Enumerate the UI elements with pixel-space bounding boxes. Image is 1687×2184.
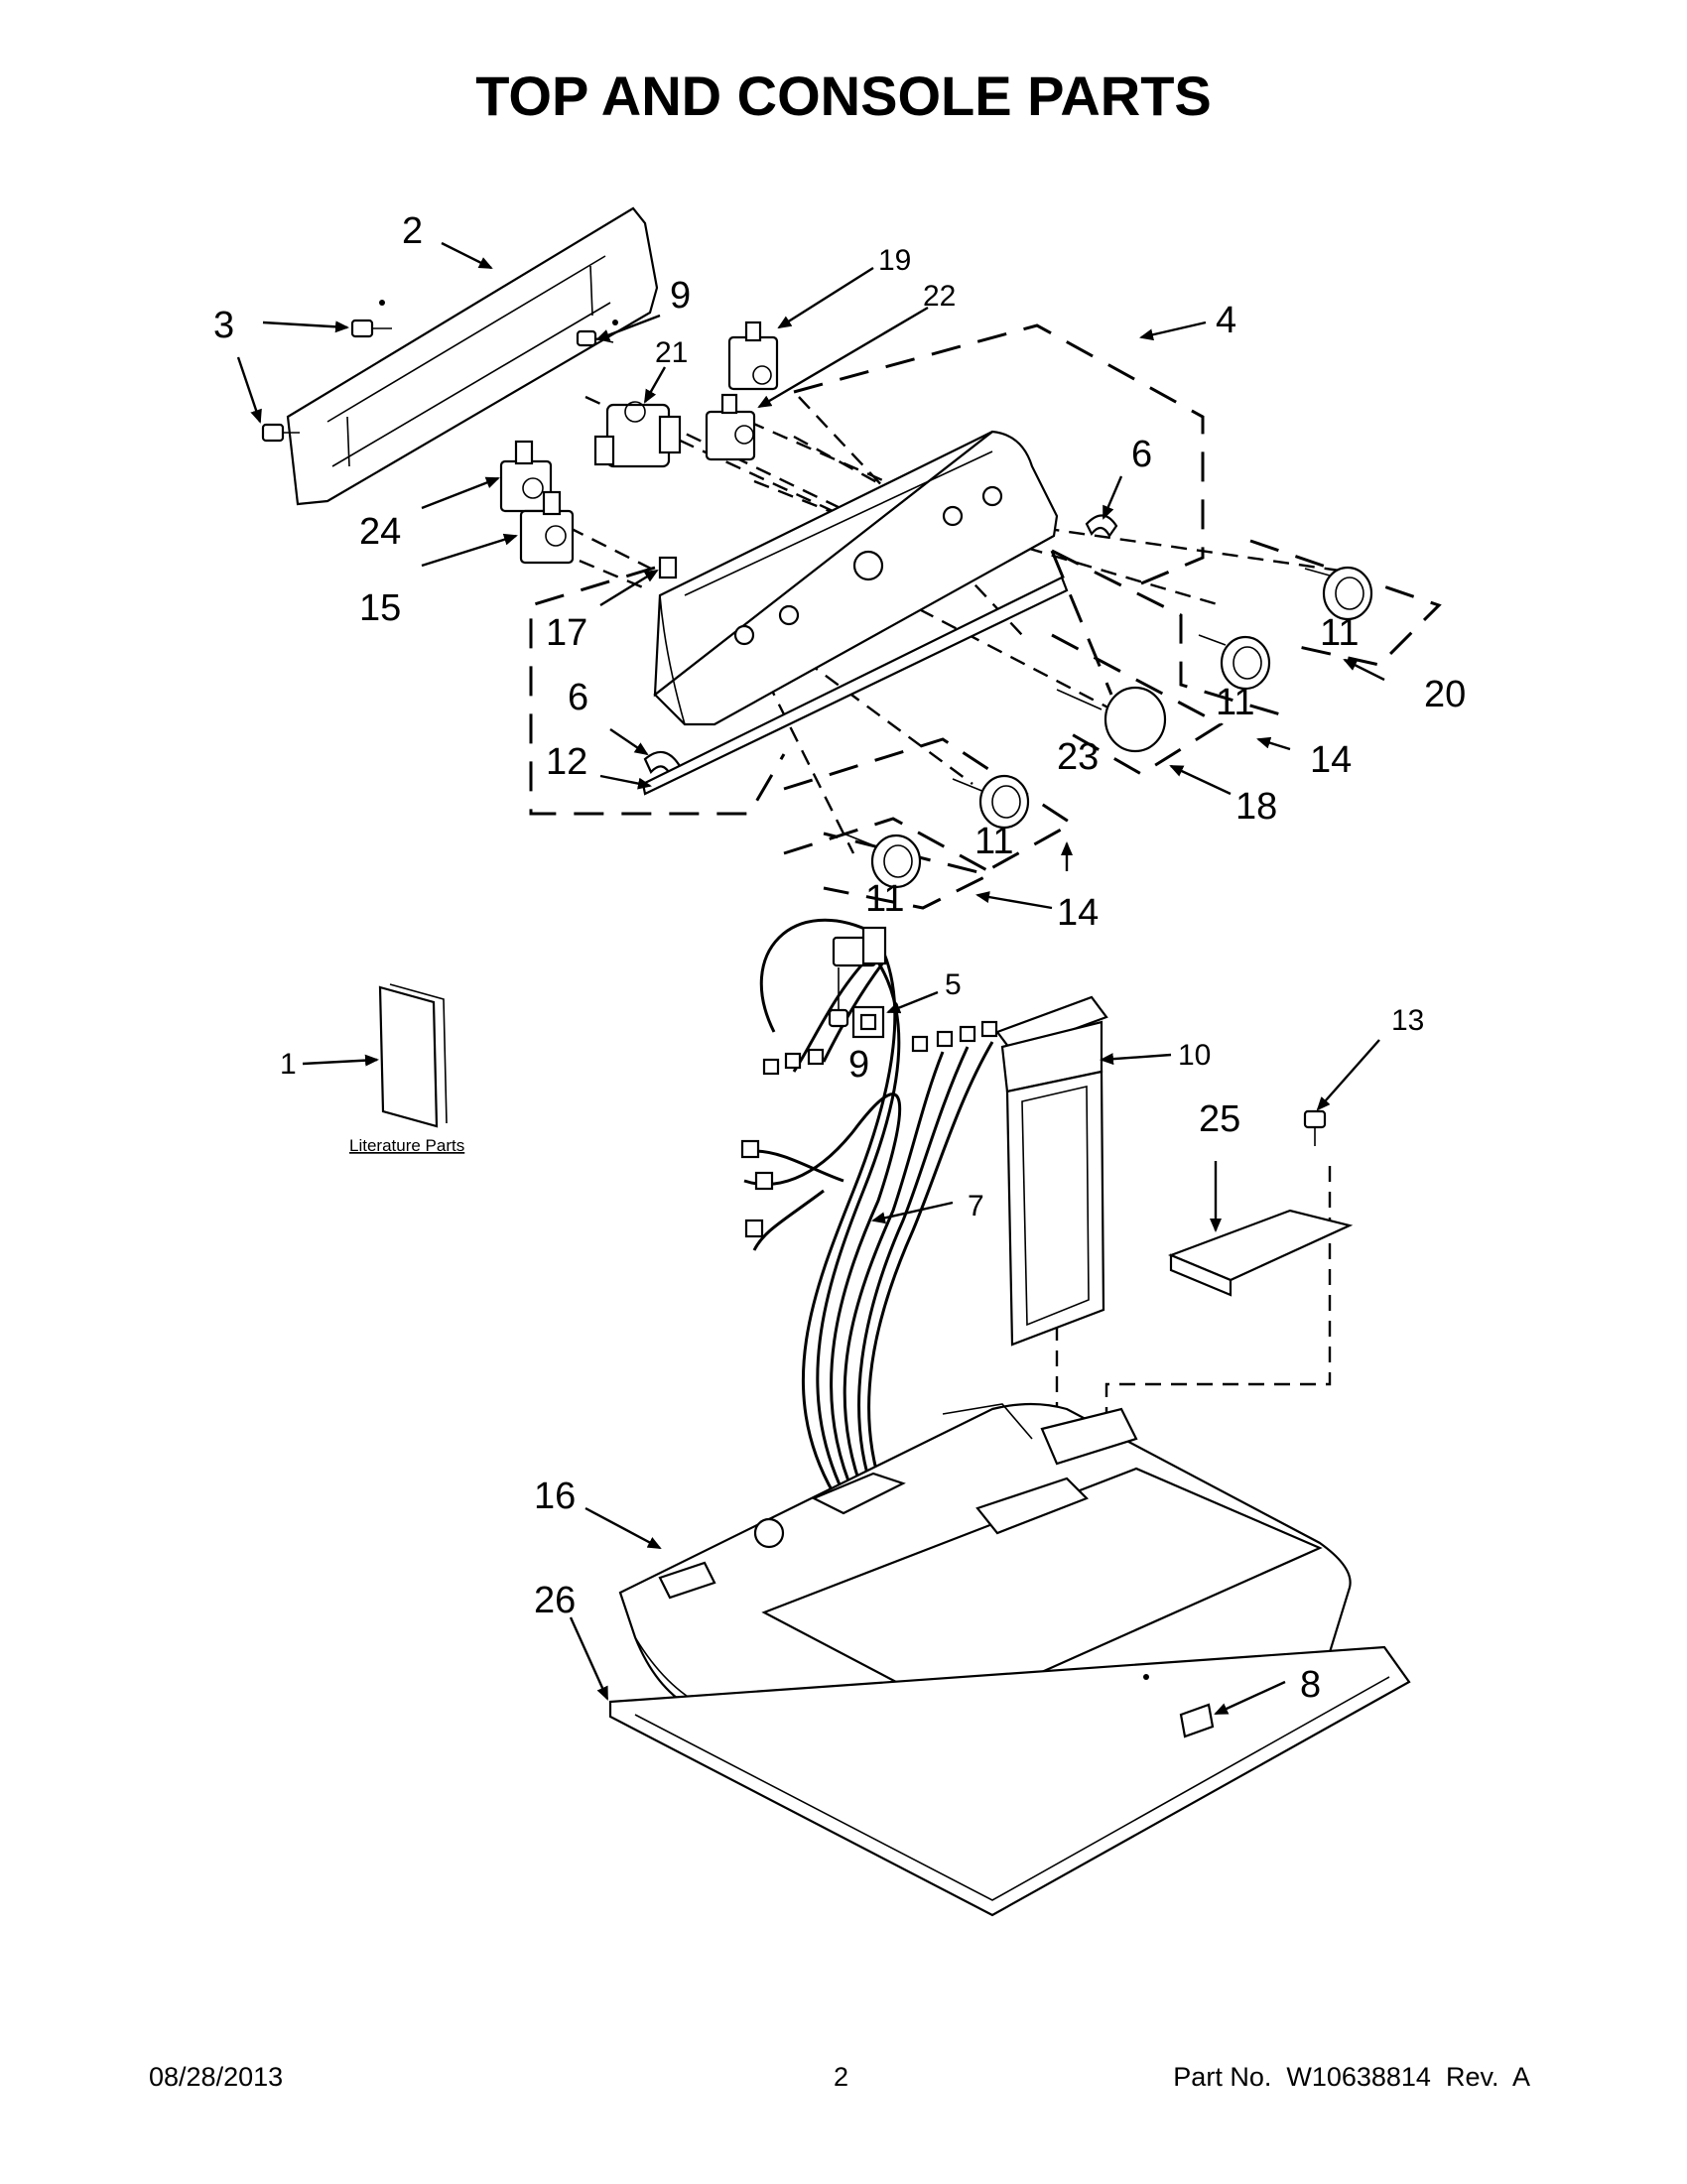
assembly-14-knob-group-lower bbox=[783, 737, 1075, 910]
part-8-badge bbox=[1143, 1674, 1215, 1738]
callout-21: 21 bbox=[655, 336, 688, 369]
part-11-knob-c bbox=[952, 774, 1030, 830]
callout-18: 18 bbox=[1235, 786, 1277, 828]
callout-25: 25 bbox=[1199, 1098, 1240, 1140]
part-11-knob-a bbox=[1304, 566, 1373, 621]
part-19-switch bbox=[727, 321, 779, 391]
part-13-screw bbox=[1303, 1109, 1327, 1146]
part-23-knob-large bbox=[1056, 686, 1167, 753]
footer-page-number: 2 bbox=[834, 2062, 849, 2092]
part-7-wire-harness bbox=[740, 918, 998, 1494]
part-15-switch bbox=[519, 490, 575, 565]
callout-14-upper: 14 bbox=[1310, 739, 1352, 781]
callout-2: 2 bbox=[402, 210, 423, 252]
part-1-literature bbox=[378, 983, 448, 1128]
part-6-clip-upper bbox=[1085, 514, 1118, 539]
callout-labels: 2 3 9 21 19 22 4 6 24 15 17 6 12 11 20 1… bbox=[213, 210, 1466, 1706]
callout-11-b: 11 bbox=[1216, 682, 1254, 723]
assembly-18-knob-group bbox=[1051, 633, 1225, 776]
part-5-bracket bbox=[851, 1005, 885, 1039]
part-25-cover-plate bbox=[1168, 1209, 1354, 1297]
callout-7: 7 bbox=[968, 1190, 984, 1222]
footer-date: 08/28/2013 bbox=[149, 2062, 284, 2092]
part-21-timer bbox=[593, 401, 682, 468]
callout-9: 9 bbox=[670, 275, 691, 317]
callout-12: 12 bbox=[546, 741, 587, 783]
literature-parts-label: Literature Parts bbox=[349, 1136, 464, 1155]
callout-22: 22 bbox=[923, 280, 956, 313]
callout-16: 16 bbox=[534, 1476, 576, 1517]
callout-11-a: 11 bbox=[1320, 612, 1359, 654]
part-22-switch bbox=[705, 393, 756, 461]
callout-20: 20 bbox=[1424, 674, 1466, 715]
callout-4: 4 bbox=[1216, 300, 1236, 341]
part-11-knob-d bbox=[843, 833, 922, 889]
assembly-14-knob-group-upper bbox=[1050, 549, 1281, 716]
assembly-12-dashed-outline bbox=[529, 566, 786, 816]
part-12-seal-strip bbox=[641, 576, 1069, 796]
callout-8: 8 bbox=[1300, 1664, 1321, 1706]
callout-24: 24 bbox=[359, 511, 401, 553]
callout-15: 15 bbox=[359, 587, 401, 629]
callout-11-c: 11 bbox=[974, 821, 1013, 862]
part-2-console-back-panel bbox=[286, 206, 659, 506]
callout-19: 19 bbox=[878, 244, 911, 277]
part-3-screw-upper bbox=[350, 319, 392, 338]
leader-arrows bbox=[236, 241, 1385, 1716]
part-4-console bbox=[653, 430, 1059, 726]
part-3-screw-lower bbox=[261, 423, 300, 443]
part-9-screw-lower bbox=[828, 967, 849, 1028]
part-11-knob-b bbox=[1198, 634, 1271, 691]
callout-3: 3 bbox=[213, 305, 234, 346]
callout-11-d: 11 bbox=[865, 878, 904, 920]
footer-part-number: Part No. W10638814 Rev. A bbox=[1173, 2062, 1530, 2092]
callout-17: 17 bbox=[546, 612, 587, 654]
callout-6-lower: 6 bbox=[568, 677, 588, 718]
callout-1: 1 bbox=[280, 1048, 297, 1081]
callout-6: 6 bbox=[1131, 434, 1152, 475]
callout-14-lower: 14 bbox=[1057, 892, 1099, 934]
part-10-lint-filter bbox=[995, 995, 1108, 1347]
callout-26: 26 bbox=[534, 1580, 576, 1621]
callout-5: 5 bbox=[945, 968, 962, 1001]
callout-13: 13 bbox=[1391, 1004, 1424, 1037]
callout-10: 10 bbox=[1178, 1039, 1211, 1072]
callout-9-lower: 9 bbox=[848, 1044, 869, 1086]
page-title: TOP AND CONSOLE PARTS bbox=[475, 64, 1212, 127]
part-17-clip bbox=[658, 556, 678, 579]
callout-23: 23 bbox=[1057, 736, 1099, 778]
